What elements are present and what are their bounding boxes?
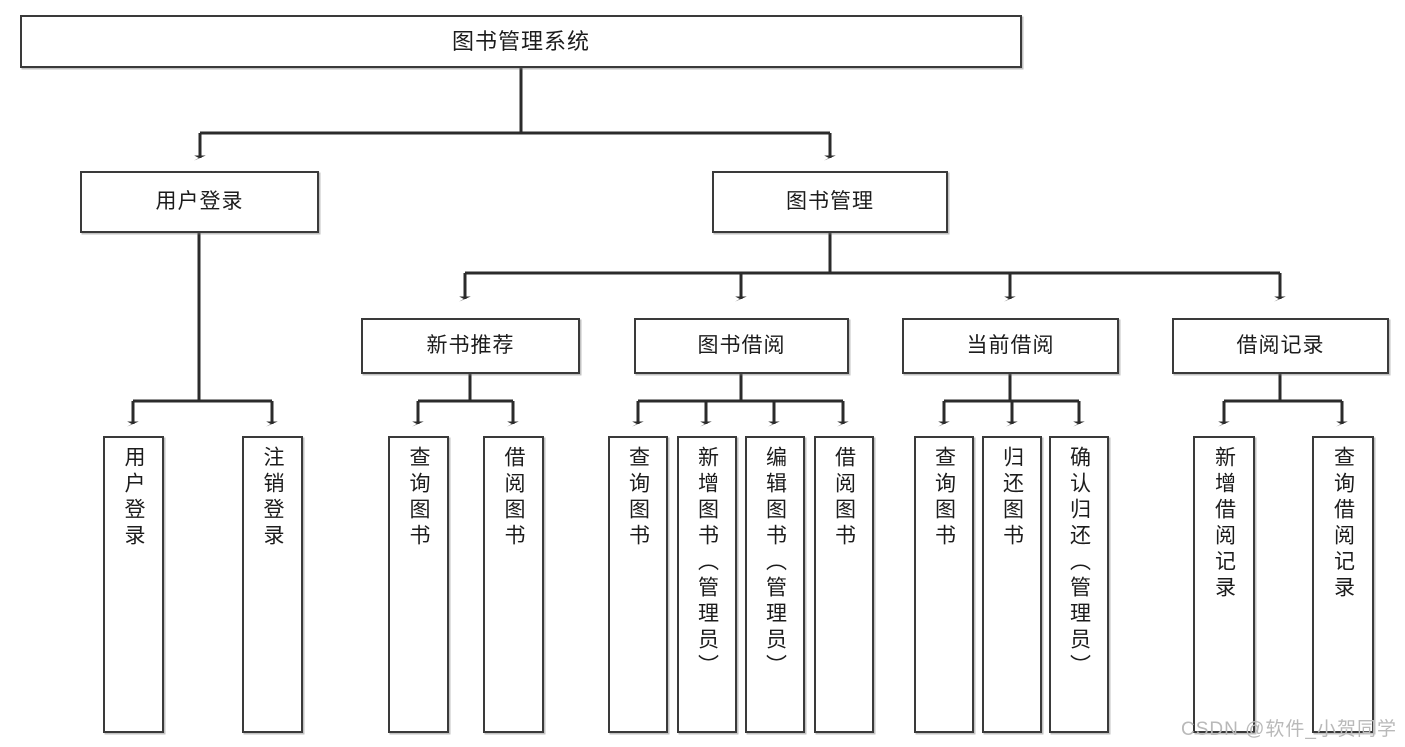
leaf-logout[interactable]: 注销登录 [242,436,303,733]
node-label: 图书借阅 [697,333,786,357]
node-user-login[interactable]: 用户登录 [80,171,319,233]
node-label: 查询图书 [932,446,956,550]
node-label: 用户登录 [155,189,244,213]
node-new-book-recommend[interactable]: 新书推荐 [361,318,580,374]
node-label: 查询图书 [626,446,650,550]
watermark-text: CSDN @软件_小贺同学 [1181,719,1397,740]
leaf-query-borrow-record[interactable]: 查询借阅记录 [1312,436,1374,733]
node-book-borrow[interactable]: 图书借阅 [634,318,849,374]
leaf-user-login[interactable]: 用户登录 [103,436,164,733]
node-label: 新增借阅记录 [1212,446,1236,602]
node-label: 确认归还（管理员） [1067,446,1091,680]
node-label: 查询图书 [407,446,430,550]
node-label: 用户登录 [122,446,145,550]
leaf-query-book-borrow[interactable]: 查询图书 [608,436,668,733]
node-borrow-record[interactable]: 借阅记录 [1172,318,1389,374]
leaf-return-book[interactable]: 归还图书 [982,436,1042,733]
node-label: 借阅图书 [832,446,856,550]
leaf-edit-book-admin[interactable]: 编辑图书（管理员） [745,436,805,733]
leaf-confirm-return-admin[interactable]: 确认归还（管理员） [1049,436,1109,733]
leaf-add-book-admin[interactable]: 新增图书（管理员） [677,436,737,733]
leaf-borrow-book[interactable]: 借阅图书 [814,436,874,733]
node-label: 借阅记录 [1236,333,1325,357]
node-label: 图书管理系统 [451,28,590,54]
leaf-query-book-current[interactable]: 查询图书 [914,436,974,733]
node-label: 注销登录 [261,446,284,550]
leaf-query-book-recommend[interactable]: 查询图书 [388,436,449,733]
leaf-borrow-book-recommend[interactable]: 借阅图书 [483,436,544,733]
leaf-add-borrow-record[interactable]: 新增借阅记录 [1193,436,1255,733]
node-label: 借阅图书 [502,446,525,550]
node-label: 查询借阅记录 [1331,446,1355,602]
node-book-management[interactable]: 图书管理 [712,171,948,233]
node-label: 编辑图书（管理员） [763,446,787,680]
node-label: 新增图书（管理员） [695,446,719,680]
node-label: 当前借阅 [966,333,1055,357]
node-root-system[interactable]: 图书管理系统 [20,15,1022,68]
node-current-borrow[interactable]: 当前借阅 [902,318,1119,374]
node-label: 归还图书 [1000,446,1024,550]
node-label: 新书推荐 [426,333,515,357]
node-label: 图书管理 [786,189,874,213]
